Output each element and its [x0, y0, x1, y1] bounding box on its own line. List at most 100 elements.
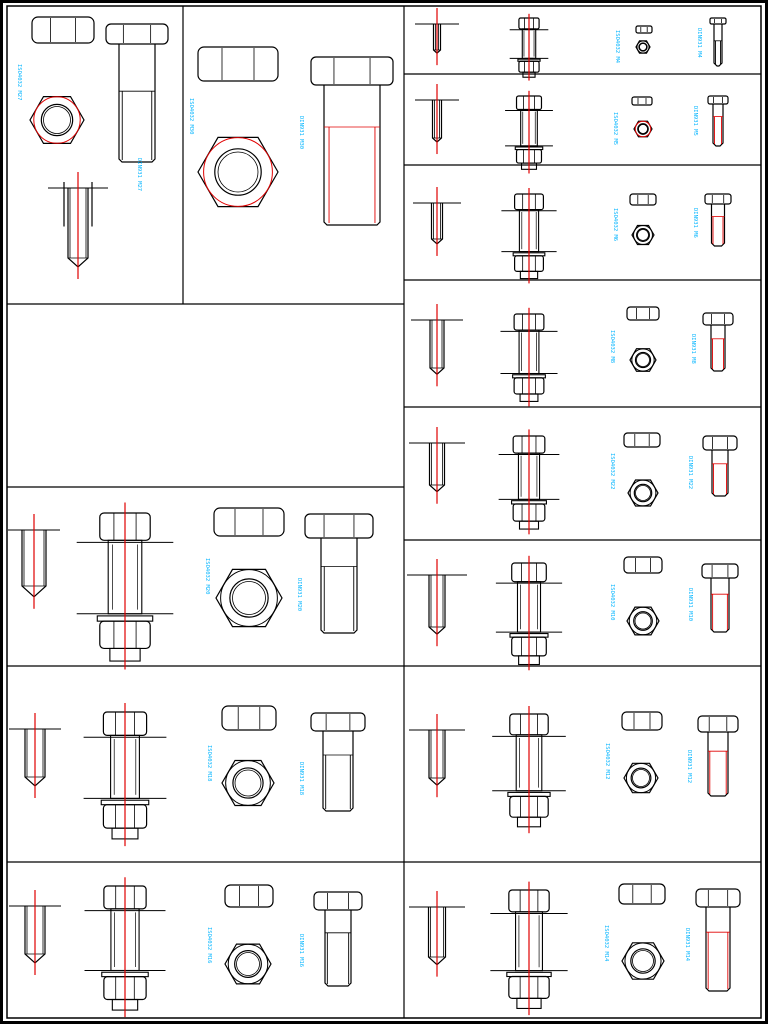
- bolt-side-view: [313, 891, 363, 987]
- bolted-joint-assembly: [84, 877, 166, 1018]
- bolt-standard-label: DIN931 M16: [298, 934, 304, 967]
- nut-top-view: [623, 762, 659, 794]
- tapped-hole-section: [409, 714, 465, 798]
- bolt-standard-label: DIN931 M27: [136, 158, 142, 191]
- nut-standard-label: ISO4032 M6: [612, 208, 618, 241]
- nut-top-view: [221, 759, 275, 807]
- nut-side-view: [221, 705, 277, 731]
- bolt-side-view: [310, 712, 366, 812]
- tapped-hole-section: [407, 559, 467, 647]
- bolted-joint-assembly: [490, 881, 568, 1016]
- fastener-cell: ISO4032 M4 DIN931 M4: [415, 8, 727, 81]
- nut-top-view: [224, 943, 272, 985]
- fastener-cell: ISO4032 M14 DIN931 M14: [409, 881, 741, 1016]
- bolt-standard-label: DIN931 M18: [298, 762, 304, 795]
- bolted-joint-assembly: [505, 90, 553, 174]
- nut-standard-label: ISO4032 M16: [206, 927, 212, 963]
- nut-side-view: [213, 507, 285, 537]
- tapped-hole-section: [415, 8, 459, 66]
- nut-top-view: [626, 606, 660, 636]
- bolt-side-view: [702, 312, 734, 372]
- bolt-standard-label: DIN931 M14: [684, 928, 690, 962]
- bolted-joint-assembly: [509, 13, 549, 81]
- nut-standard-label: ISO4032 M4: [614, 30, 620, 64]
- nut-standard-label: ISO4032 M14: [603, 925, 609, 962]
- bolt-standard-label: DIN931 M12: [686, 750, 692, 783]
- bolt-side-view: [697, 715, 739, 797]
- bolted-joint-assembly: [83, 703, 167, 847]
- nut-standard-label: ISO4032 M10: [609, 584, 615, 620]
- cell-grid: [7, 6, 761, 1018]
- nut-top-view: [215, 568, 283, 628]
- bolt-standard-label: DIN931 M22: [687, 456, 693, 489]
- bolted-joint-assembly: [492, 706, 566, 834]
- bolt-standard-label: DIN931 M6: [692, 208, 698, 238]
- tapped-hole-section: [409, 891, 465, 977]
- nut-standard-label: ISO4032 M30: [188, 98, 194, 134]
- tapped-hole-section: [415, 84, 459, 155]
- nut-top-view: [197, 136, 279, 208]
- fastener-cell: ISO4032 M6 DIN931 M6: [413, 187, 732, 284]
- nut-standard-label: ISO4032 M5: [612, 112, 618, 145]
- bolted-joint-assembly: [501, 188, 557, 284]
- bolt-standard-label: DIN931 M5: [692, 106, 698, 136]
- tapped-hole-section: [8, 514, 60, 609]
- bolt-side-view: [304, 513, 374, 634]
- nut-standard-label: ISO4032 M20: [204, 558, 210, 594]
- inner-border: [6, 5, 762, 1019]
- nut-top-view: [627, 479, 659, 507]
- bolt-standard-label: DIN931 M20: [296, 578, 302, 611]
- nut-side-view: [626, 306, 660, 321]
- bolt-standard-label: DIN931 M8: [690, 334, 696, 364]
- nut-side-view: [621, 711, 663, 731]
- bolt-side-view: [702, 435, 738, 497]
- fastener-cell: ISO4032 M18 DIN931 M18: [9, 703, 366, 847]
- bolted-joint-assembly: [498, 429, 560, 535]
- fastener-cell: ISO4032 M10 DIN931 M10: [407, 555, 739, 671]
- bolt-side-view: [709, 17, 727, 67]
- bolt-standard-label: DIN931 M10: [687, 588, 693, 621]
- bolt-side-view: [105, 23, 169, 163]
- nut-top-view: [635, 40, 651, 54]
- tapped-hole-section: [48, 172, 108, 279]
- bolted-joint-assembly: [500, 307, 558, 407]
- bolt-side-view: [704, 193, 732, 247]
- bolt-side-view: [707, 95, 729, 147]
- nut-side-view: [31, 16, 95, 44]
- tapped-hole-section: [9, 713, 61, 798]
- nut-standard-label: ISO4032 M18: [206, 745, 212, 781]
- bolted-joint-assembly: [76, 502, 174, 670]
- fastener-cell: ISO4032 M16 DIN931 M16: [9, 877, 363, 1018]
- nut-top-view: [621, 942, 665, 980]
- fastener-cell: ISO4032 M12 DIN931 M12: [409, 706, 739, 834]
- bolt-standard-label: DIN931 M30: [298, 116, 304, 149]
- fastener-cell: ISO4032 M8 DIN931 M8: [411, 304, 734, 407]
- bolt-standard-label: DIN931 M4: [696, 28, 702, 58]
- fastener-cell: ISO4032 M5 DIN931 M5: [415, 84, 729, 174]
- tapped-hole-section: [9, 890, 61, 975]
- bolt-side-view: [701, 563, 739, 633]
- nut-side-view: [224, 884, 274, 908]
- nut-side-view: [631, 96, 653, 106]
- nut-top-view: [633, 120, 653, 138]
- nut-standard-label: ISO4032 M12: [604, 743, 610, 779]
- nut-top-view: [629, 348, 657, 372]
- nut-side-view: [623, 556, 663, 574]
- nut-side-view: [197, 46, 279, 82]
- nut-standard-label: ISO4032 M27: [16, 64, 22, 100]
- bolt-side-view: [310, 56, 394, 226]
- bolt-side-view: [695, 888, 741, 992]
- nut-top-view: [29, 95, 85, 144]
- fastener-cell: ISO4032 M22 DIN931 M22: [409, 427, 738, 535]
- nut-standard-label: ISO4032 M8: [609, 330, 615, 363]
- nut-top-view: [631, 224, 655, 246]
- tapped-hole-section: [409, 427, 465, 504]
- nut-side-view: [635, 25, 653, 34]
- nut-standard-label: ISO4032 M22: [609, 453, 615, 489]
- nut-side-view: [618, 883, 666, 905]
